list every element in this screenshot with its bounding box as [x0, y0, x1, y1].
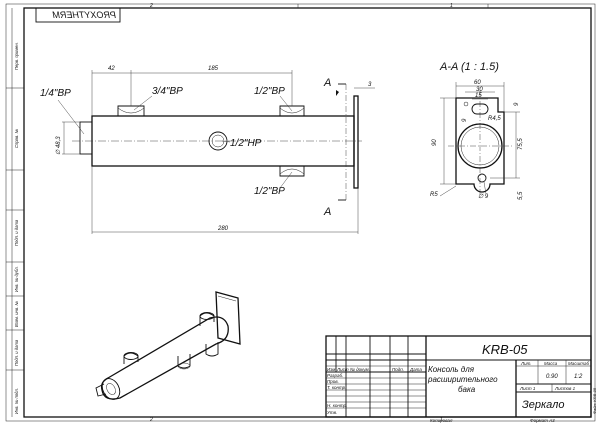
top-port-3-4: [117, 105, 145, 116]
drawing-frame: [23, 7, 592, 418]
row-prov: Пров.: [327, 379, 339, 384]
iso-bottom-port: [205, 342, 219, 357]
iso-pipe-end: [101, 378, 121, 400]
top-slot: [471, 103, 489, 115]
zone-mark-top-1: 1: [450, 3, 453, 9]
dim-30: 30: [476, 87, 483, 93]
margin-label-5: Взам. инв. №: [14, 301, 19, 327]
iso-end-fitting: [95, 383, 107, 397]
bottom-port-1-2: [279, 166, 305, 177]
label-port-3-4: 3/4"BP: [152, 86, 183, 97]
col-sign: Подп.: [392, 367, 404, 372]
front-view: A A 42 185 3 280 ∅ 48,3 1/4"BP 3/4"BP 1/…: [40, 66, 375, 234]
section-view: A-A (1 : 1.5) 60 30 15 R4,5 9 9 90 75,5: [430, 61, 524, 200]
dim-hole-9: ∅ 9: [478, 193, 489, 200]
material: Зеркало: [522, 399, 565, 411]
label-port-1-2-top: 1/2"BP: [254, 86, 285, 97]
label-port-1-4: 1/4"BP: [40, 88, 71, 99]
dim-r5: R5: [430, 192, 438, 198]
margin-label-4: Инв. № дубл.: [14, 266, 19, 292]
dim-15: 15: [475, 93, 482, 99]
col-izm: Изм: [327, 367, 335, 372]
pipe-hole: [457, 123, 503, 169]
head-mass: Масса: [544, 361, 558, 366]
format-label: Формат A3: [530, 418, 555, 423]
dim-9-top: 9: [514, 102, 520, 106]
margin-label-3: Подп. и дата: [14, 219, 19, 246]
zone-mark-top-2: 2: [149, 3, 153, 9]
margin-label-2: Справ. №: [14, 129, 19, 148]
zone-mark-bottom-2: 2: [149, 417, 153, 423]
label-port-1-2-bottom: 1/2"BP: [254, 186, 285, 197]
scale-value: 1:2: [574, 374, 583, 380]
margin-label-7: Инв. № подл.: [14, 388, 19, 414]
sheet-count: Листов 1: [554, 386, 576, 391]
left-end-fitting: [79, 121, 93, 155]
dim-42: 42: [108, 66, 115, 72]
margin-label-1: Перв. примен.: [14, 42, 19, 70]
sheet-border: [5, 3, 596, 422]
bottom-hole: [477, 173, 487, 183]
dim-280: 280: [217, 226, 229, 232]
sheet-number: Лист 1: [519, 386, 536, 391]
zone-mark-bottom-1: 1: [440, 417, 443, 423]
col-list: Лист: [336, 367, 349, 372]
iso-side-port: [177, 354, 191, 369]
title-name-line1: Консоль для: [428, 365, 475, 374]
flange-plate: [353, 95, 359, 189]
col-doc: № докум.: [350, 367, 370, 372]
brand-stamp-text: PROXYTHERM: [52, 10, 116, 20]
iso-flange-plate: [215, 291, 241, 345]
side-file-code: Файл: KRB-05: [592, 387, 597, 414]
dim-185: 185: [208, 66, 219, 72]
section-mark-bottom: A: [323, 206, 331, 218]
head-scale: Масштаб: [568, 361, 589, 366]
left-margin-strip: Перв. примен. Справ. № Подп. и дата Инв.…: [6, 8, 24, 417]
side-port-circle: [208, 131, 228, 151]
row-tkontr: Т. контр.: [327, 385, 346, 390]
section-mark-top: A: [323, 77, 331, 89]
dim-diameter: ∅ 48,3: [55, 136, 62, 155]
section-title: A-A (1 : 1.5): [439, 61, 499, 73]
row-razrab: Разраб.: [327, 373, 343, 378]
isometric-view: [95, 291, 241, 400]
dim-3: 3: [368, 82, 372, 88]
dim-r45: R4,5: [488, 116, 501, 122]
iso-pipe-body: [100, 316, 229, 400]
dim-75-5: 75,5: [518, 138, 524, 150]
margin-label-6: Подп. и дата: [14, 339, 19, 366]
title-block: KRB-05 Консоль для расширительного бака …: [325, 335, 597, 423]
head-lit: Лит.: [520, 361, 532, 366]
mass-value: 0.90: [546, 374, 558, 380]
col-date: Дата: [409, 367, 422, 372]
title-designation: KRB-05: [482, 342, 528, 357]
label-port-1-2-hp: 1/2"HP: [230, 138, 262, 149]
row-utv: Утв.: [327, 410, 337, 415]
row-nkontr: Н. контр.: [327, 403, 347, 408]
copied-label: Копировал: [430, 418, 453, 423]
title-name-line2: расширительного: [427, 375, 498, 384]
brand-stamp: PROXYTHERM: [35, 7, 121, 23]
dim-90: 90: [432, 139, 438, 146]
dim-60: 60: [474, 80, 481, 86]
dim-9-left: 9: [462, 118, 468, 122]
title-name-line3: бака: [458, 385, 476, 394]
dim-5-5: 5,5: [518, 191, 524, 200]
